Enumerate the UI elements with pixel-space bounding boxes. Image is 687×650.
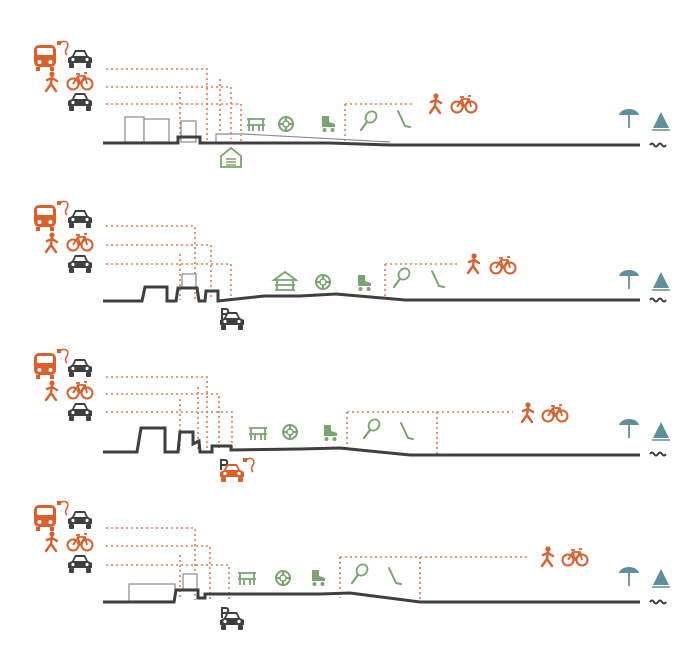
hockey-stick-icon [397, 110, 411, 128]
roller-skate-icon [312, 570, 325, 586]
bicycle-icon [450, 95, 478, 114]
hockey-stick-icon [400, 422, 414, 440]
bus-icon [34, 505, 56, 531]
lifebuoy-icon [277, 115, 295, 133]
ev-plug-icon [56, 200, 69, 216]
pedestrian-icon [44, 530, 59, 553]
section-3 [34, 348, 671, 482]
section-4 [34, 500, 671, 630]
lifebuoy-icon [274, 569, 292, 587]
roller-skate-icon [358, 275, 371, 291]
water-wave-icon [649, 451, 667, 457]
ev-plug-icon [56, 40, 69, 56]
hockey-stick-icon [388, 567, 402, 585]
car-icon [68, 555, 92, 573]
car-icon [68, 50, 92, 68]
hockey-stick-icon [431, 270, 445, 288]
picnic-table-icon [237, 572, 257, 586]
bicycle-icon [66, 233, 94, 252]
beach-umbrella-icon [618, 566, 640, 587]
tennis-racket-icon [392, 265, 413, 289]
structures [128, 573, 198, 602]
pedestrian-icon [540, 545, 555, 568]
car-icon [220, 612, 244, 630]
bicycle-icon [66, 381, 94, 400]
pedestrian-icon [466, 252, 481, 275]
ev-plug-icon [56, 500, 69, 516]
ev-plug-icon [242, 457, 255, 473]
dotted-guidelines [106, 225, 458, 300]
lifebuoy-icon [314, 273, 332, 291]
bicycle-icon [489, 256, 517, 275]
beach-umbrella-icon [618, 108, 640, 129]
ground-profile [103, 135, 640, 147]
electric-car-icon [220, 464, 244, 482]
water-wave-icon [649, 297, 667, 303]
ev-plug-icon [56, 348, 69, 364]
pedestrian-icon [520, 401, 535, 424]
section-2 [34, 200, 671, 330]
roller-skate-icon [324, 425, 337, 441]
beach-umbrella-icon [618, 418, 640, 439]
picnic-table-icon [248, 427, 268, 441]
lifebuoy-icon [281, 423, 299, 441]
car-icon [68, 210, 92, 228]
bus-icon [34, 45, 56, 71]
sailboat-icon [651, 568, 671, 588]
tennis-racket-icon [359, 108, 380, 132]
car-icon [68, 359, 92, 377]
car-icon [68, 255, 92, 273]
dotted-guidelines [106, 68, 415, 142]
pedestrian-icon [44, 70, 59, 93]
beach-umbrella-icon [618, 269, 640, 290]
ground-profile [103, 426, 640, 457]
bus-icon [34, 353, 56, 379]
pedestrian-icon [428, 92, 443, 115]
car-icon [68, 93, 92, 111]
bus-icon [34, 205, 56, 231]
bicycle-icon [66, 533, 94, 552]
tennis-racket-icon [362, 416, 383, 440]
shelter-icon [220, 147, 242, 168]
dotted-guidelines [106, 376, 513, 454]
sailboat-icon [651, 271, 671, 291]
structures [181, 273, 197, 289]
pedestrian-icon [44, 231, 59, 254]
bicycle-icon [66, 72, 94, 91]
sailboat-icon [651, 421, 671, 441]
sailboat-icon [651, 111, 671, 131]
pedestrian-icon [44, 379, 59, 402]
bicycle-icon [541, 404, 569, 423]
car-icon [68, 511, 92, 529]
pavilion-icon [273, 271, 297, 291]
ramp-line [243, 133, 391, 143]
picnic-table-icon [246, 118, 266, 132]
bicycle-icon [561, 548, 589, 567]
ground-profile [103, 588, 640, 604]
roller-skate-icon [322, 116, 335, 132]
ground-profile [103, 285, 640, 303]
car-icon [68, 403, 92, 421]
water-wave-icon [649, 142, 667, 148]
section-1 [34, 40, 671, 168]
water-wave-icon [649, 599, 667, 605]
tennis-racket-icon [350, 561, 371, 585]
